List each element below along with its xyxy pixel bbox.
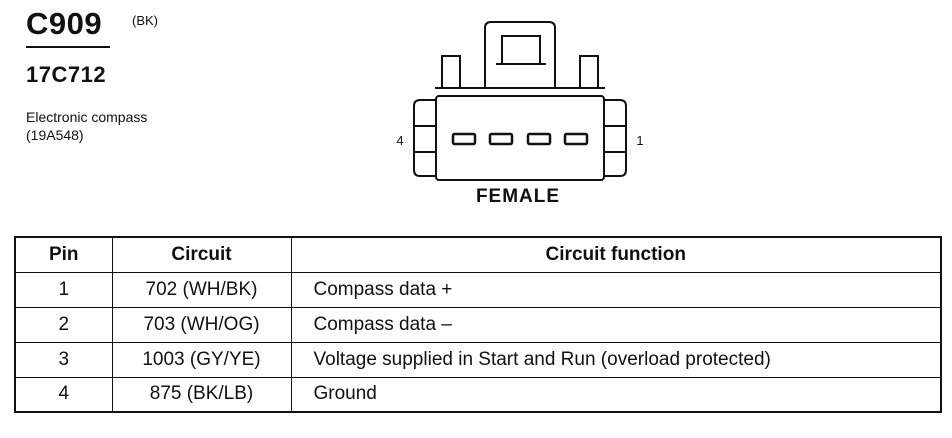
- left-pin-label: 4: [396, 133, 403, 148]
- circuit-code: 875 (BK/LB): [111, 376, 292, 413]
- connector-id: C909: [26, 6, 103, 41]
- pin-number: 4: [14, 376, 113, 413]
- latch-window: [501, 35, 541, 65]
- locking-tab: [484, 21, 556, 88]
- left-guide-rail: [441, 55, 461, 88]
- pin-cavity-4: [451, 132, 477, 146]
- gender-label: FEMALE: [476, 186, 560, 207]
- table-row: 3 1003 (GY/YE) Voltage supplied in Start…: [14, 341, 942, 378]
- circuit-code: 702 (WH/BK): [111, 271, 292, 308]
- pin-number: 1: [14, 271, 113, 308]
- column-header-pin: Pin: [14, 236, 113, 273]
- pin-number: 2: [14, 306, 113, 343]
- right-guide-rail: [579, 55, 599, 88]
- housing-body: [435, 95, 605, 181]
- table-row: 4 875 (BK/LB) Ground: [14, 376, 942, 413]
- left-ear: [413, 99, 436, 177]
- circuit-code: 703 (WH/OG): [111, 306, 292, 343]
- circuit-function: Ground: [290, 376, 942, 413]
- pin-number: 3: [14, 341, 113, 378]
- pinout-table: Pin Circuit Circuit function 1 702 (WH/B…: [14, 236, 942, 413]
- component-name: Electronic compass: [26, 109, 148, 125]
- connector-color: (BK): [132, 13, 158, 28]
- column-header-function: Circuit function: [290, 236, 942, 273]
- circuit-function: Compass data +: [290, 271, 942, 308]
- part-number: 17C712: [26, 62, 107, 87]
- connector-face-diagram: 4 1 FEMALE: [396, 21, 644, 207]
- pin-cavity-1: [563, 132, 589, 146]
- column-header-circuit: Circuit: [111, 236, 292, 273]
- circuit-function: Voltage supplied in Start and Run (overl…: [290, 341, 942, 378]
- pin-cavity-3: [488, 132, 514, 146]
- table-row: 1 702 (WH/BK) Compass data +: [14, 271, 942, 308]
- circuit-function: Compass data –: [290, 306, 942, 343]
- table-header-row: Pin Circuit Circuit function: [14, 236, 942, 273]
- right-pin-label: 1: [636, 133, 643, 148]
- circuit-code: 1003 (GY/YE): [111, 341, 292, 378]
- title-underline: [26, 46, 110, 48]
- component-code: (19A548): [26, 127, 84, 143]
- pin-cavity-2: [526, 132, 552, 146]
- right-ear: [604, 99, 627, 177]
- table-row: 2 703 (WH/OG) Compass data –: [14, 306, 942, 343]
